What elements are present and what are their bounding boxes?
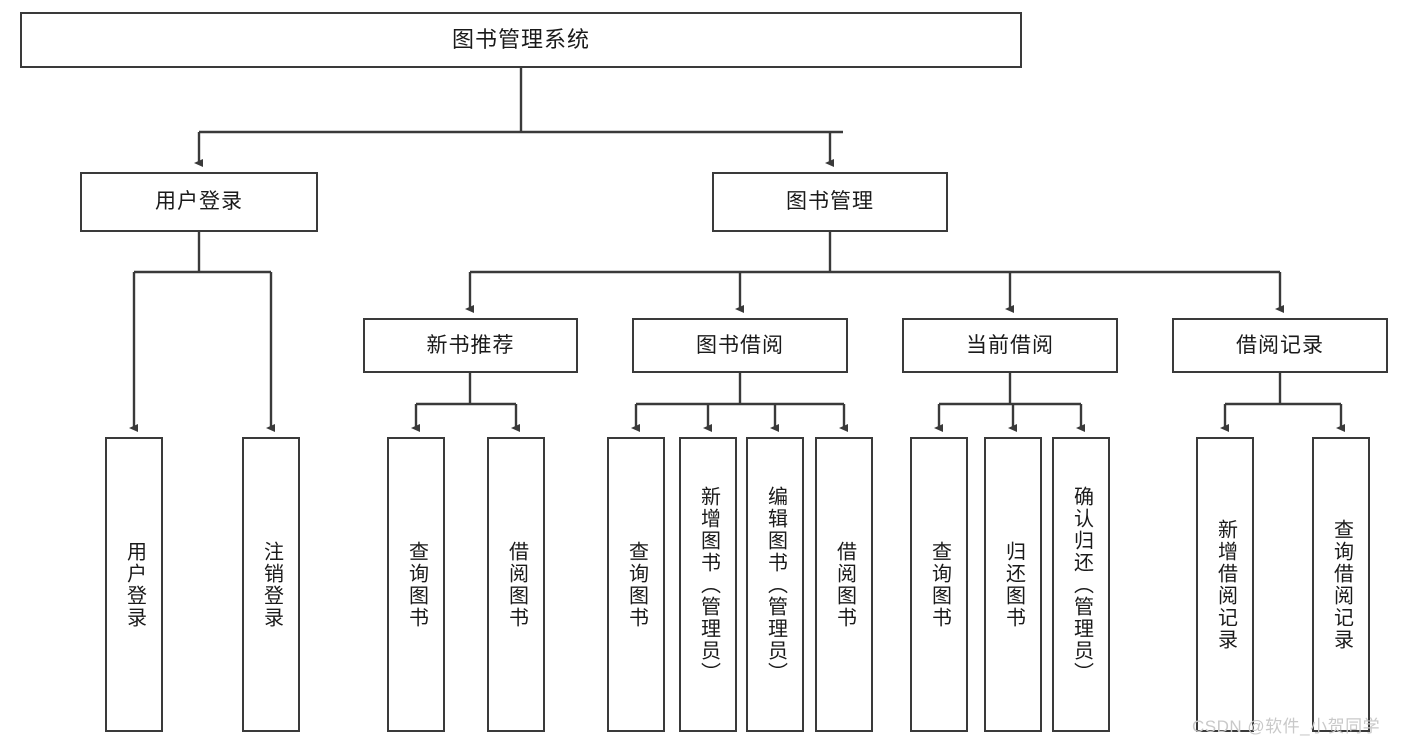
node-book-borrow-label: 图书借阅 — [696, 333, 784, 357]
node-root-label: 图书管理系统 — [451, 26, 590, 52]
node-user-login-label: 用户登录 — [155, 190, 243, 214]
node-leaf-add-record[interactable]: 新增借阅记录 — [1196, 437, 1254, 732]
node-leaf-logout[interactable]: 注销登录 — [242, 437, 300, 732]
node-book-manage-label: 图书管理 — [786, 190, 874, 214]
node-leaf-add-record-label: 新增借阅记录 — [1214, 518, 1237, 651]
node-book-borrow[interactable]: 图书借阅 — [632, 318, 848, 373]
node-leaf-add-book[interactable]: 新增图书（管理员） — [679, 437, 737, 732]
node-leaf-user-login-label: 用户登录 — [123, 540, 146, 629]
watermark: CSDN @软件_小贺同学 — [1192, 717, 1381, 736]
node-borrow-record-label: 借阅记录 — [1236, 333, 1324, 357]
node-leaf-query-book-3-label: 查询图书 — [928, 540, 951, 629]
node-leaf-query-book-2-label: 查询图书 — [625, 540, 648, 629]
node-leaf-query-book-2[interactable]: 查询图书 — [607, 437, 665, 732]
node-leaf-user-login[interactable]: 用户登录 — [105, 437, 163, 732]
node-book-manage[interactable]: 图书管理 — [712, 172, 948, 232]
node-new-book-rec[interactable]: 新书推荐 — [363, 318, 578, 373]
node-leaf-logout-label: 注销登录 — [260, 540, 283, 629]
node-leaf-borrow-book-1[interactable]: 借阅图书 — [487, 437, 545, 732]
node-leaf-confirm-return-label: 确认归还（管理员） — [1070, 485, 1093, 684]
node-leaf-borrow-book-2[interactable]: 借阅图书 — [815, 437, 873, 732]
node-leaf-return-book-label: 归还图书 — [1002, 540, 1025, 629]
node-leaf-edit-book[interactable]: 编辑图书（管理员） — [746, 437, 804, 732]
node-leaf-query-book-3[interactable]: 查询图书 — [910, 437, 968, 732]
node-root[interactable]: 图书管理系统 — [20, 12, 1022, 68]
node-leaf-confirm-return[interactable]: 确认归还（管理员） — [1052, 437, 1110, 732]
node-leaf-query-book-1-label: 查询图书 — [405, 540, 428, 629]
node-user-login[interactable]: 用户登录 — [80, 172, 318, 232]
node-leaf-add-book-label: 新增图书（管理员） — [697, 485, 720, 684]
node-leaf-borrow-book-1-label: 借阅图书 — [505, 540, 528, 629]
node-leaf-edit-book-label: 编辑图书（管理员） — [764, 485, 787, 684]
node-leaf-query-record-label: 查询借阅记录 — [1330, 518, 1353, 651]
node-leaf-borrow-book-2-label: 借阅图书 — [833, 540, 856, 629]
node-current-borrow-label: 当前借阅 — [966, 333, 1054, 357]
node-new-book-rec-label: 新书推荐 — [426, 333, 515, 357]
node-leaf-query-book-1[interactable]: 查询图书 — [387, 437, 445, 732]
node-leaf-return-book[interactable]: 归还图书 — [984, 437, 1042, 732]
node-borrow-record[interactable]: 借阅记录 — [1172, 318, 1388, 373]
node-leaf-query-record[interactable]: 查询借阅记录 — [1312, 437, 1370, 732]
node-current-borrow[interactable]: 当前借阅 — [902, 318, 1118, 373]
